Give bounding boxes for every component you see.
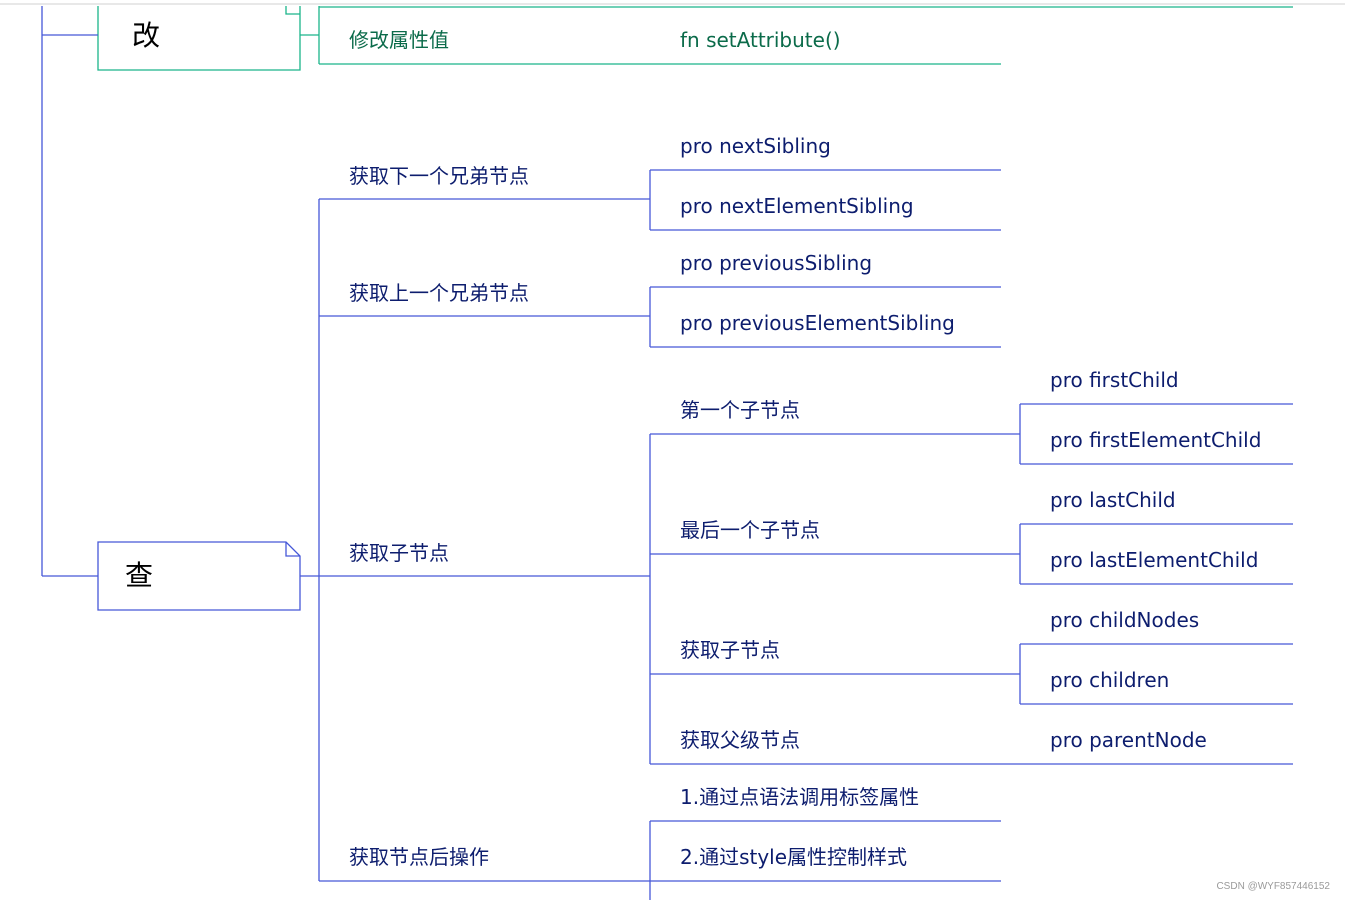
after-get-label[interactable]: 获取节点后操作 — [349, 845, 489, 869]
child-nodes-item[interactable]: pro childNodes — [1050, 608, 1200, 632]
watermark: CSDN @WYF857446152 — [1216, 881, 1330, 892]
first-child-item[interactable]: pro firstChild — [1050, 368, 1179, 392]
children-label[interactable]: 获取子节点 — [349, 541, 449, 565]
first-element-child-item[interactable]: pro firstElementChild — [1050, 428, 1262, 452]
all-children-label[interactable]: 获取子节点 — [680, 638, 780, 662]
next-sibling-item[interactable]: pro nextSibling — [680, 134, 831, 158]
set-attribute-method[interactable]: fn setAttribute() — [680, 28, 841, 52]
cha-node-box — [97, 541, 301, 611]
previous-sibling-item[interactable]: pro previousSibling — [680, 251, 873, 275]
last-element-child-item[interactable]: pro lastElementChild — [1050, 548, 1259, 572]
children-item[interactable]: pro children — [1050, 668, 1170, 692]
next-sibling-label[interactable]: 获取下一个兄弟节点 — [349, 164, 529, 188]
parent-node-item[interactable]: pro parentNode — [1050, 728, 1207, 752]
dot-syntax-item[interactable]: 1.通过点语法调用标签属性 — [680, 785, 920, 809]
last-child-item[interactable]: pro lastChild — [1050, 488, 1176, 512]
first-child-label[interactable]: 第一个子节点 — [680, 398, 800, 422]
gai-node-title[interactable]: 改 — [132, 19, 161, 52]
cha-branch — [41, 6, 1293, 900]
gai-node-fold — [285, 6, 300, 15]
gai-node-box — [97, 6, 301, 71]
style-attr-item[interactable]: 2.通过style属性控制样式 — [680, 845, 908, 869]
last-child-label[interactable]: 最后一个子节点 — [680, 518, 820, 542]
cha-node-title[interactable]: 查 — [125, 559, 154, 592]
prev-sibling-label[interactable]: 获取上一个兄弟节点 — [349, 281, 529, 305]
parent-label[interactable]: 获取父级节点 — [680, 728, 800, 752]
previous-element-sibling-item[interactable]: pro previousElementSibling — [680, 311, 955, 335]
modify-attr-label[interactable]: 修改属性值 — [349, 28, 449, 52]
gai-branch — [97, 6, 1293, 71]
cha-node-fold — [285, 542, 300, 557]
next-element-sibling-item[interactable]: pro nextElementSibling — [680, 194, 914, 218]
